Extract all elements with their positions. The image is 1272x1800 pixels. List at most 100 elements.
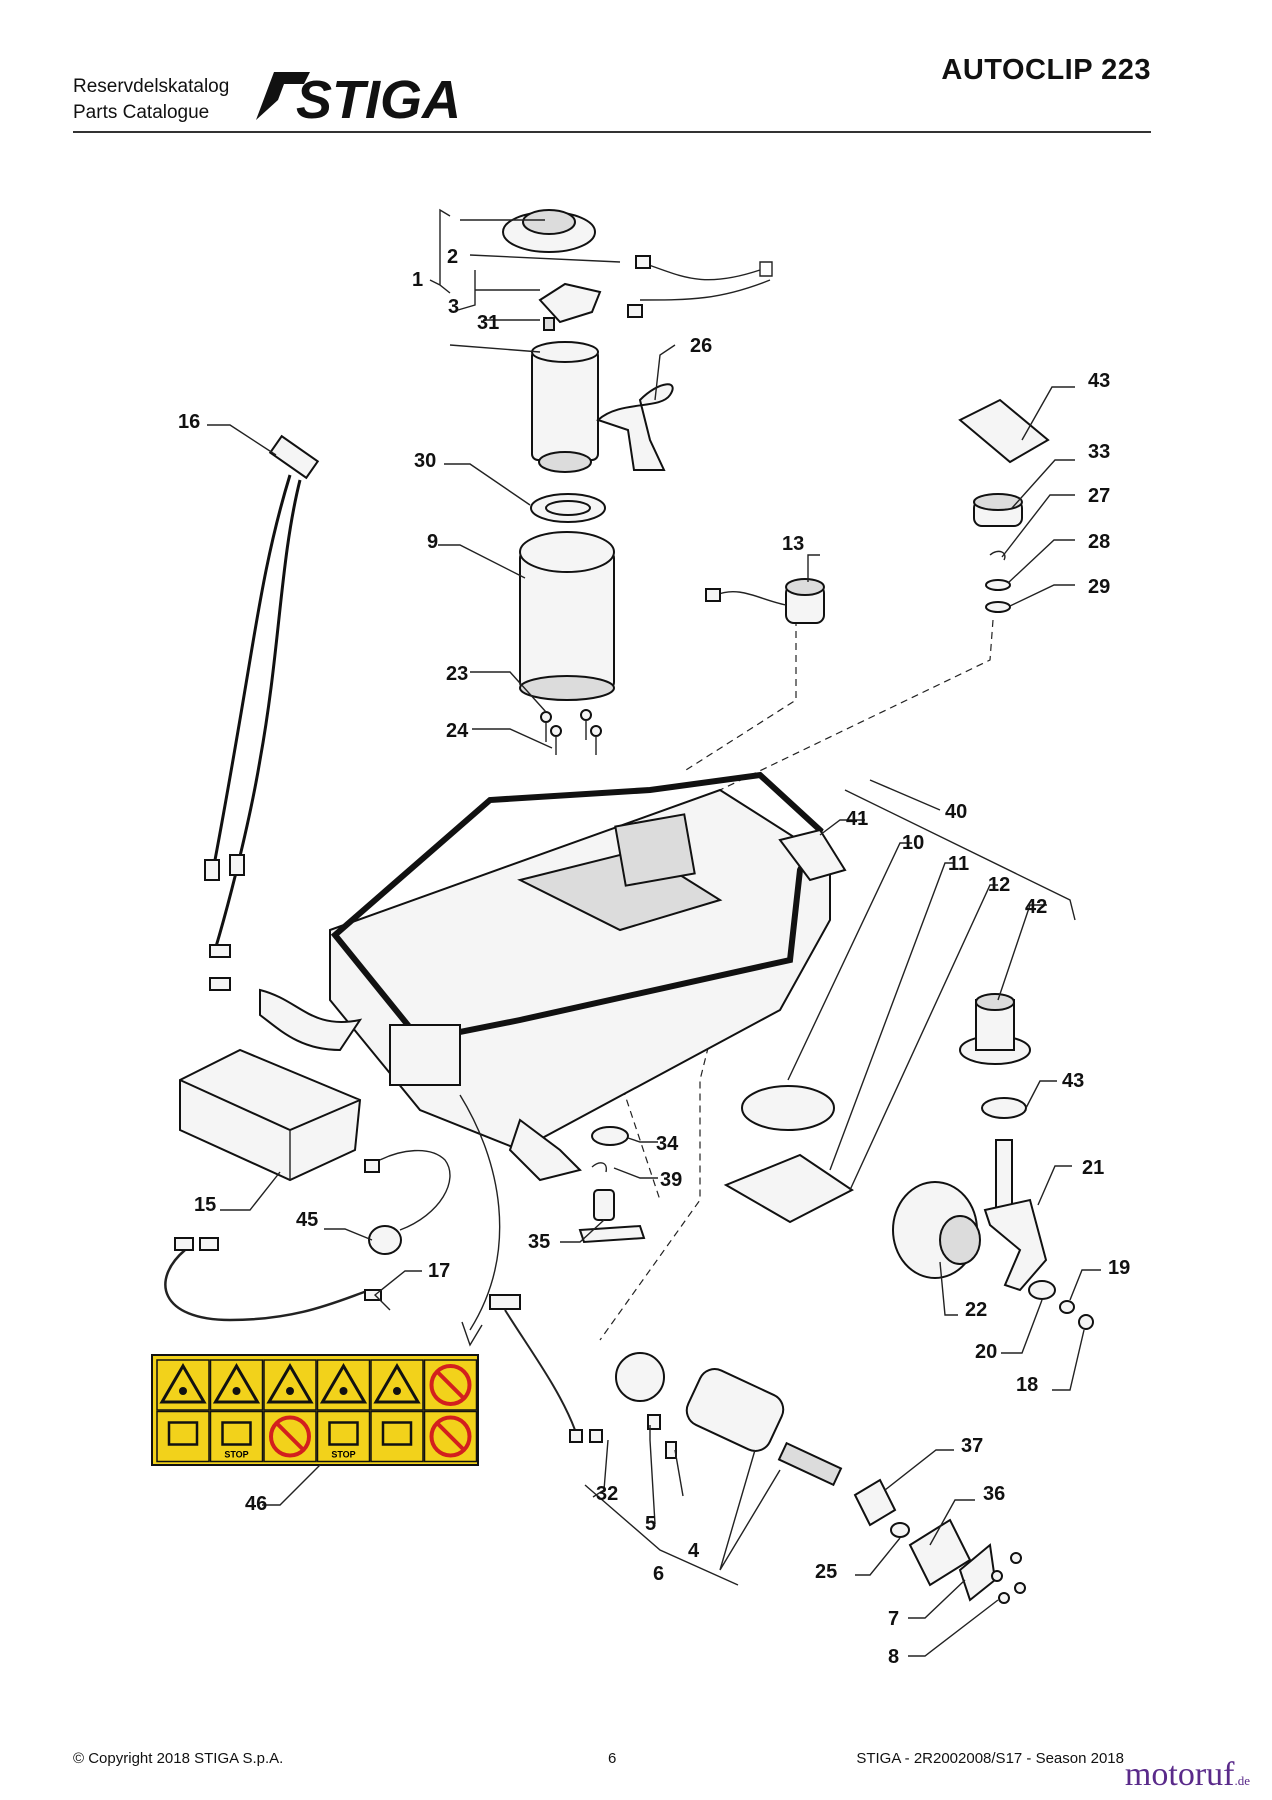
callout: 34 <box>656 1133 679 1155</box>
part-front-wheel <box>892 1181 981 1279</box>
blade-hazard-icon <box>209 1359 264 1411</box>
leader-lines <box>207 208 1101 1657</box>
callout: 36 <box>983 1483 1005 1505</box>
callout: 12 <box>988 874 1010 896</box>
no-lifting-icon <box>423 1359 478 1411</box>
footer-page-number: 6 <box>608 1750 617 1767</box>
logo-lettering: STIGA <box>296 70 461 124</box>
model-title: AUTOCLIP 223 <box>941 54 1151 86</box>
callout: 17 <box>428 1260 450 1282</box>
part-gasket-plate <box>723 1153 854 1224</box>
stop-before-service-icon: STOP <box>316 1410 371 1463</box>
foot-hazard-icon <box>316 1359 371 1411</box>
hand-hazard-icon <box>263 1359 317 1411</box>
callout: 7 <box>888 1608 899 1630</box>
callout: 23 <box>446 663 468 685</box>
callout: 43 <box>1088 370 1110 392</box>
part-drive-motor <box>615 1352 843 1487</box>
warning-label: STOP STOP <box>151 1354 479 1466</box>
callout-numbers: 1 2 3 31 26 16 43 30 33 27 9 13 28 29 23… <box>178 246 1130 1668</box>
part-seal-clip-shaft <box>578 1126 646 1244</box>
callout: 40 <box>945 801 967 823</box>
callout: 20 <box>975 1341 997 1363</box>
callout: 21 <box>1082 1157 1104 1179</box>
stop-text: STOP <box>224 1450 248 1460</box>
callout: 35 <box>528 1231 550 1253</box>
part-battery-cylinder <box>519 531 615 701</box>
keep-distance-icon <box>370 1410 424 1463</box>
thrown-object-icon <box>370 1359 424 1411</box>
part-control-box <box>179 1048 362 1182</box>
part-cylinder-housing <box>531 341 599 473</box>
callout: 42 <box>1025 896 1047 918</box>
part-o-ring <box>741 1085 835 1131</box>
header-rule <box>73 131 1151 133</box>
callout: 41 <box>846 808 868 830</box>
callout: 43 <box>1062 1070 1084 1092</box>
watermark-name: motoruf <box>1124 1756 1235 1793</box>
warning-triangle-icon <box>156 1359 210 1411</box>
callout: 10 <box>902 832 924 854</box>
callout: 37 <box>961 1435 983 1457</box>
watermark: motoruf.de <box>1125 1756 1250 1794</box>
callout: 1 <box>412 269 423 291</box>
callout: 24 <box>446 720 469 742</box>
footer-copyright: © Copyright 2018 STIGA S.p.A. <box>73 1750 284 1767</box>
part-motor-flanges <box>853 1478 1026 1604</box>
footer-document-code: STIGA - 2R2002008/S17 - Season 2018 <box>856 1750 1124 1767</box>
callout: 9 <box>427 531 438 553</box>
part-ribbon-cable <box>596 383 674 471</box>
part-chassis <box>259 771 831 1182</box>
part-cable-16 <box>204 434 320 991</box>
part-wheel-hub <box>959 993 1031 1065</box>
callout: 28 <box>1088 531 1110 553</box>
part-clips-washers <box>985 550 1011 613</box>
callout: 26 <box>690 335 712 357</box>
callout: 22 <box>965 1299 987 1321</box>
part-wheel-fork <box>983 1139 1048 1292</box>
callout: 5 <box>645 1513 656 1535</box>
callout: 32 <box>596 1483 618 1505</box>
callout: 27 <box>1088 485 1110 507</box>
callout: 45 <box>296 1209 318 1231</box>
part-top-cover <box>502 209 596 253</box>
part-wire-17 <box>164 1237 382 1322</box>
callout: 18 <box>1016 1374 1038 1396</box>
callout: 39 <box>660 1169 682 1191</box>
callout: 46 <box>245 1493 267 1515</box>
part-wiring-32 <box>489 1294 603 1443</box>
part-bearing-ring <box>981 1097 1027 1119</box>
part-control-board <box>538 282 602 331</box>
stiga-logo: STIGA <box>256 70 461 124</box>
watermark-suffix: .de <box>1234 1773 1250 1788</box>
part-screws-23-24 <box>540 709 602 755</box>
catalog-title: Reservdelskatalog Parts Catalogue <box>73 74 229 126</box>
part-wiring-harness-top <box>627 255 773 318</box>
callout: 4 <box>688 1540 700 1562</box>
callout: 2 <box>447 246 458 268</box>
part-fasteners-18-20 <box>1028 1280 1094 1330</box>
no-children-pets-icon <box>423 1410 478 1463</box>
callout: 29 <box>1088 576 1110 598</box>
callout: 6 <box>653 1563 664 1585</box>
callout: 19 <box>1108 1257 1130 1279</box>
stop-text: STOP <box>331 1450 355 1460</box>
manual-icon <box>156 1410 210 1463</box>
callout: 25 <box>815 1561 837 1583</box>
no-riding-icon <box>263 1410 317 1463</box>
rotating-blades-stop-icon: STOP <box>209 1410 264 1463</box>
callout: 13 <box>782 533 804 555</box>
catalog-title-english: Parts Catalogue <box>73 102 210 123</box>
callout: 11 <box>948 853 969 875</box>
callout: 30 <box>414 450 436 472</box>
callout: 3 <box>448 296 459 318</box>
callout: 33 <box>1088 441 1110 463</box>
part-bracket-top <box>958 398 1050 464</box>
part-rear-cover <box>778 828 847 882</box>
part-cap <box>973 493 1023 527</box>
callout: 16 <box>178 411 200 433</box>
callout: 8 <box>888 1646 899 1668</box>
part-charge-socket <box>364 1149 451 1255</box>
catalog-title-swedish: Reservdelskatalog <box>73 76 230 97</box>
